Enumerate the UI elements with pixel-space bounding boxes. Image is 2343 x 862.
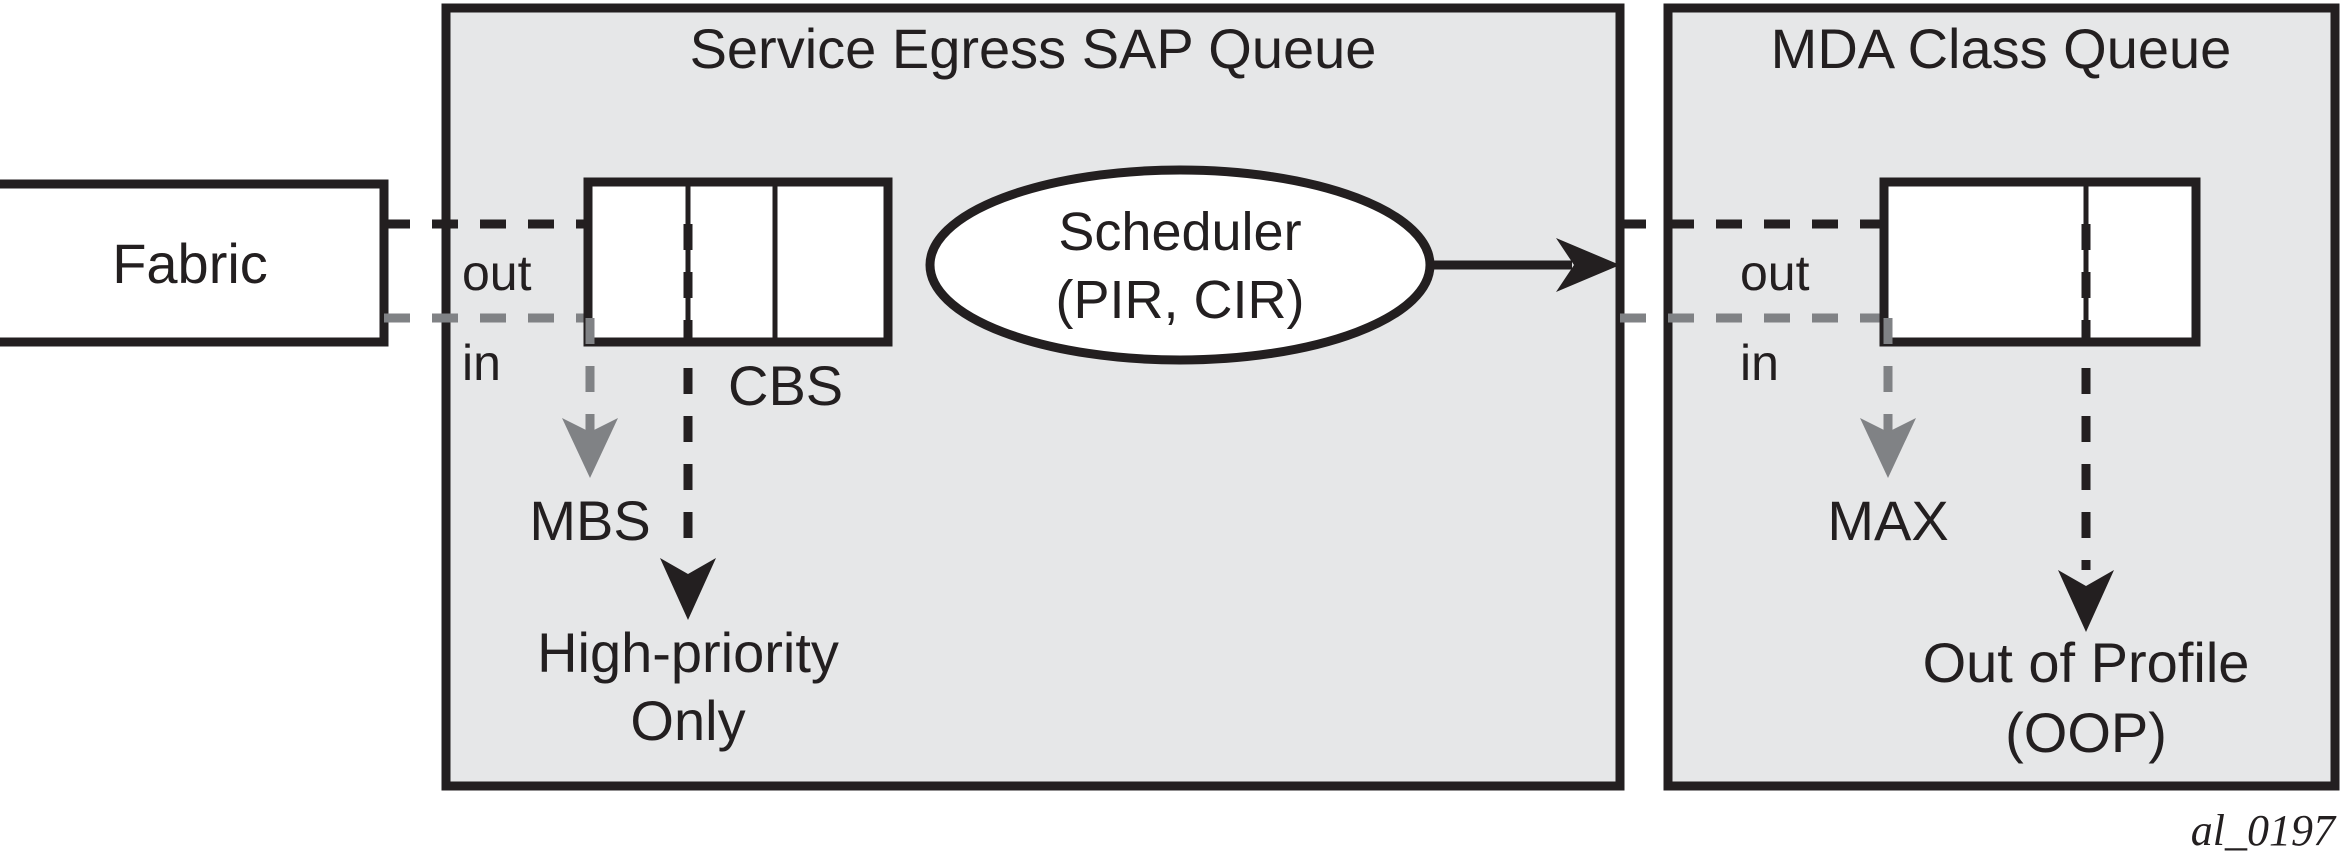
mda-panel-background <box>1668 8 2335 786</box>
sap-mbs-label: MBS <box>529 489 650 552</box>
mda-panel-border <box>1663 3 2340 791</box>
sap-panel-border <box>441 3 1625 791</box>
sap-queue-fill <box>588 182 888 342</box>
scheduler-label-line1: Scheduler <box>1058 202 1301 262</box>
scheduler-ellipse-fill <box>930 170 1430 360</box>
fabric-box-border <box>0 179 389 347</box>
scheduler-to-mda-arrowhead <box>1556 238 1620 292</box>
mda-out-label: out <box>1740 245 1810 301</box>
mda-queue-fill <box>1884 182 2196 342</box>
sap-mbs-arrowhead <box>562 418 618 478</box>
fabric-label: Fabric <box>112 232 268 295</box>
sap-high-priority-label-line2: Only <box>630 689 745 752</box>
sap-in-label: in <box>462 335 501 391</box>
mda-oop-arrowhead <box>2058 570 2114 632</box>
sap-panel-background <box>446 8 1620 786</box>
scheduler-label-line2: (PIR, CIR) <box>1056 270 1305 330</box>
mda-max-arrowhead <box>1860 418 1916 478</box>
sap-high-priority-label-line1: High-priority <box>537 621 839 684</box>
sap-queue-border <box>583 177 893 347</box>
sap-panel-title: Service Egress SAP Queue <box>690 17 1377 80</box>
sap-cbs-label: CBS <box>728 354 843 417</box>
mda-in-label: in <box>1740 335 1779 391</box>
sap-high-priority-arrowhead <box>660 558 716 620</box>
sap-out-label: out <box>462 245 532 301</box>
mda-queue-border <box>1879 177 2201 347</box>
mda-panel-title: MDA Class Queue <box>1771 17 2232 80</box>
mda-oop-label-line2: (OOP) <box>2005 701 2167 764</box>
mda-oop-label-line1: Out of Profile <box>1923 631 2250 694</box>
mda-max-label: MAX <box>1827 489 1948 552</box>
figure-caption: al_0197 <box>2191 806 2337 855</box>
fabric-box-fill <box>0 184 384 342</box>
